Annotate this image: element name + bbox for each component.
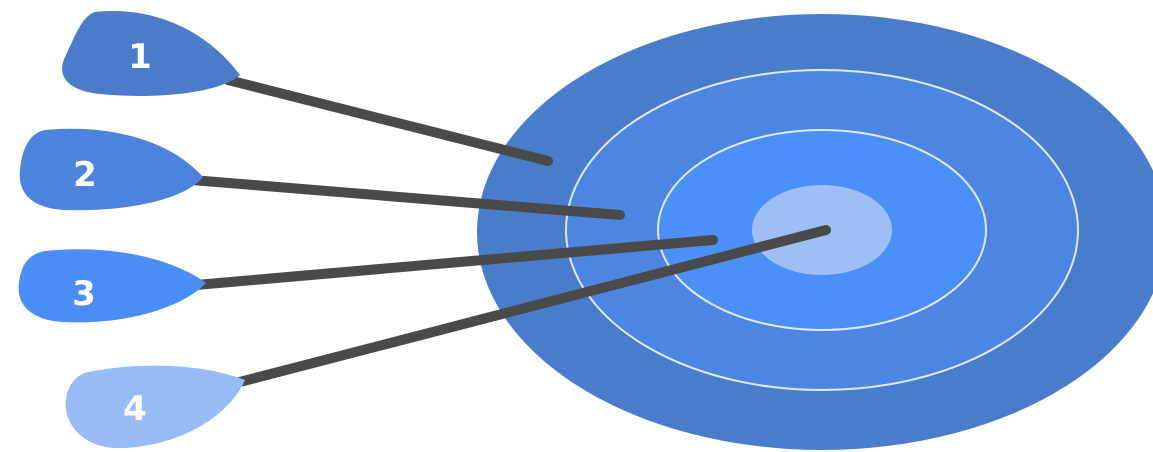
arrow-4-label: 4 — [123, 389, 147, 429]
arrow-3-tag: 3 — [19, 249, 206, 322]
arrow-3-label: 3 — [72, 274, 96, 314]
arrow-4-tag: 4 — [66, 366, 245, 449]
arrow-1-shaft — [228, 80, 548, 161]
arrow-1-tag: 1 — [62, 11, 240, 96]
arrow-tags: 1 2 3 4 — [19, 11, 245, 448]
arrow-3-fletching — [19, 249, 206, 322]
arrow-2-tag: 2 — [20, 129, 203, 210]
arrow-2-fletching — [20, 129, 203, 210]
arrow-1-label: 1 — [128, 37, 152, 77]
arrow-2-label: 2 — [73, 155, 97, 195]
arrow-4-fletching — [66, 366, 245, 449]
